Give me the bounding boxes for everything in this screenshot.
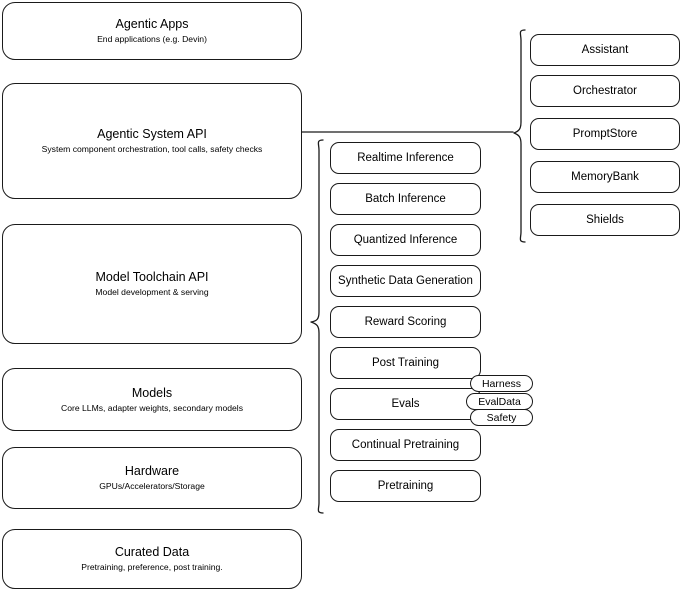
toolchain-item-quantized-inference[interactable]: Quantized Inference	[330, 224, 481, 256]
layer-subtitle: System component orchestration, tool cal…	[41, 144, 263, 154]
layer-subtitle: End applications (e.g. Devin)	[97, 34, 207, 44]
evals-pill-evaldata[interactable]: EvalData	[466, 393, 533, 410]
layer-box-model-toolchain-api[interactable]: Model Toolchain API Model development & …	[2, 224, 302, 344]
toolchain-item-pretraining[interactable]: Pretraining	[330, 470, 481, 502]
layer-box-hardware[interactable]: Hardware GPUs/Accelerators/Storage	[2, 447, 302, 509]
layer-box-agentic-apps[interactable]: Agentic Apps End applications (e.g. Devi…	[2, 2, 302, 60]
toolchain-item-batch-inference[interactable]: Batch Inference	[330, 183, 481, 215]
system-item-promptstore[interactable]: PromptStore	[530, 118, 680, 150]
layer-box-agentic-system-api[interactable]: Agentic System API System component orch…	[2, 83, 302, 199]
layer-box-models[interactable]: Models Core LLMs, adapter weights, secon…	[2, 368, 302, 431]
toolchain-item-synthetic-data-generation[interactable]: Synthetic Data Generation	[330, 265, 481, 297]
system-item-memorybank[interactable]: MemoryBank	[530, 161, 680, 193]
toolchain-item-reward-scoring[interactable]: Reward Scoring	[330, 306, 481, 338]
toolchain-item-continual-pretraining[interactable]: Continual Pretraining	[330, 429, 481, 461]
toolchain-item-evals[interactable]: Evals	[330, 388, 481, 420]
layer-title: Agentic System API	[97, 127, 207, 141]
middle-curly-brace	[310, 139, 324, 514]
system-item-shields[interactable]: Shields	[530, 204, 680, 236]
right-curly-brace	[513, 29, 526, 243]
system-item-assistant[interactable]: Assistant	[530, 34, 680, 66]
layer-subtitle: Pretraining, preference, post training.	[81, 562, 223, 572]
toolchain-item-post-training[interactable]: Post Training	[330, 347, 481, 379]
layer-title: Model Toolchain API	[95, 270, 209, 284]
layer-box-curated-data[interactable]: Curated Data Pretraining, preference, po…	[2, 529, 302, 589]
layer-title: Models	[131, 385, 173, 400]
layer-title: Curated Data	[114, 545, 190, 559]
layer-subtitle: Model development & serving	[95, 287, 209, 297]
evals-pill-safety[interactable]: Safety	[470, 409, 533, 426]
layer-title: Agentic Apps	[115, 17, 189, 31]
layer-title: Hardware	[124, 464, 180, 478]
toolchain-item-realtime-inference[interactable]: Realtime Inference	[330, 142, 481, 174]
evals-pill-harness[interactable]: Harness	[470, 375, 533, 392]
system-item-orchestrator[interactable]: Orchestrator	[530, 75, 680, 107]
layer-subtitle: Core LLMs, adapter weights, secondary mo…	[61, 402, 243, 413]
layer-subtitle: GPUs/Accelerators/Storage	[99, 481, 205, 491]
